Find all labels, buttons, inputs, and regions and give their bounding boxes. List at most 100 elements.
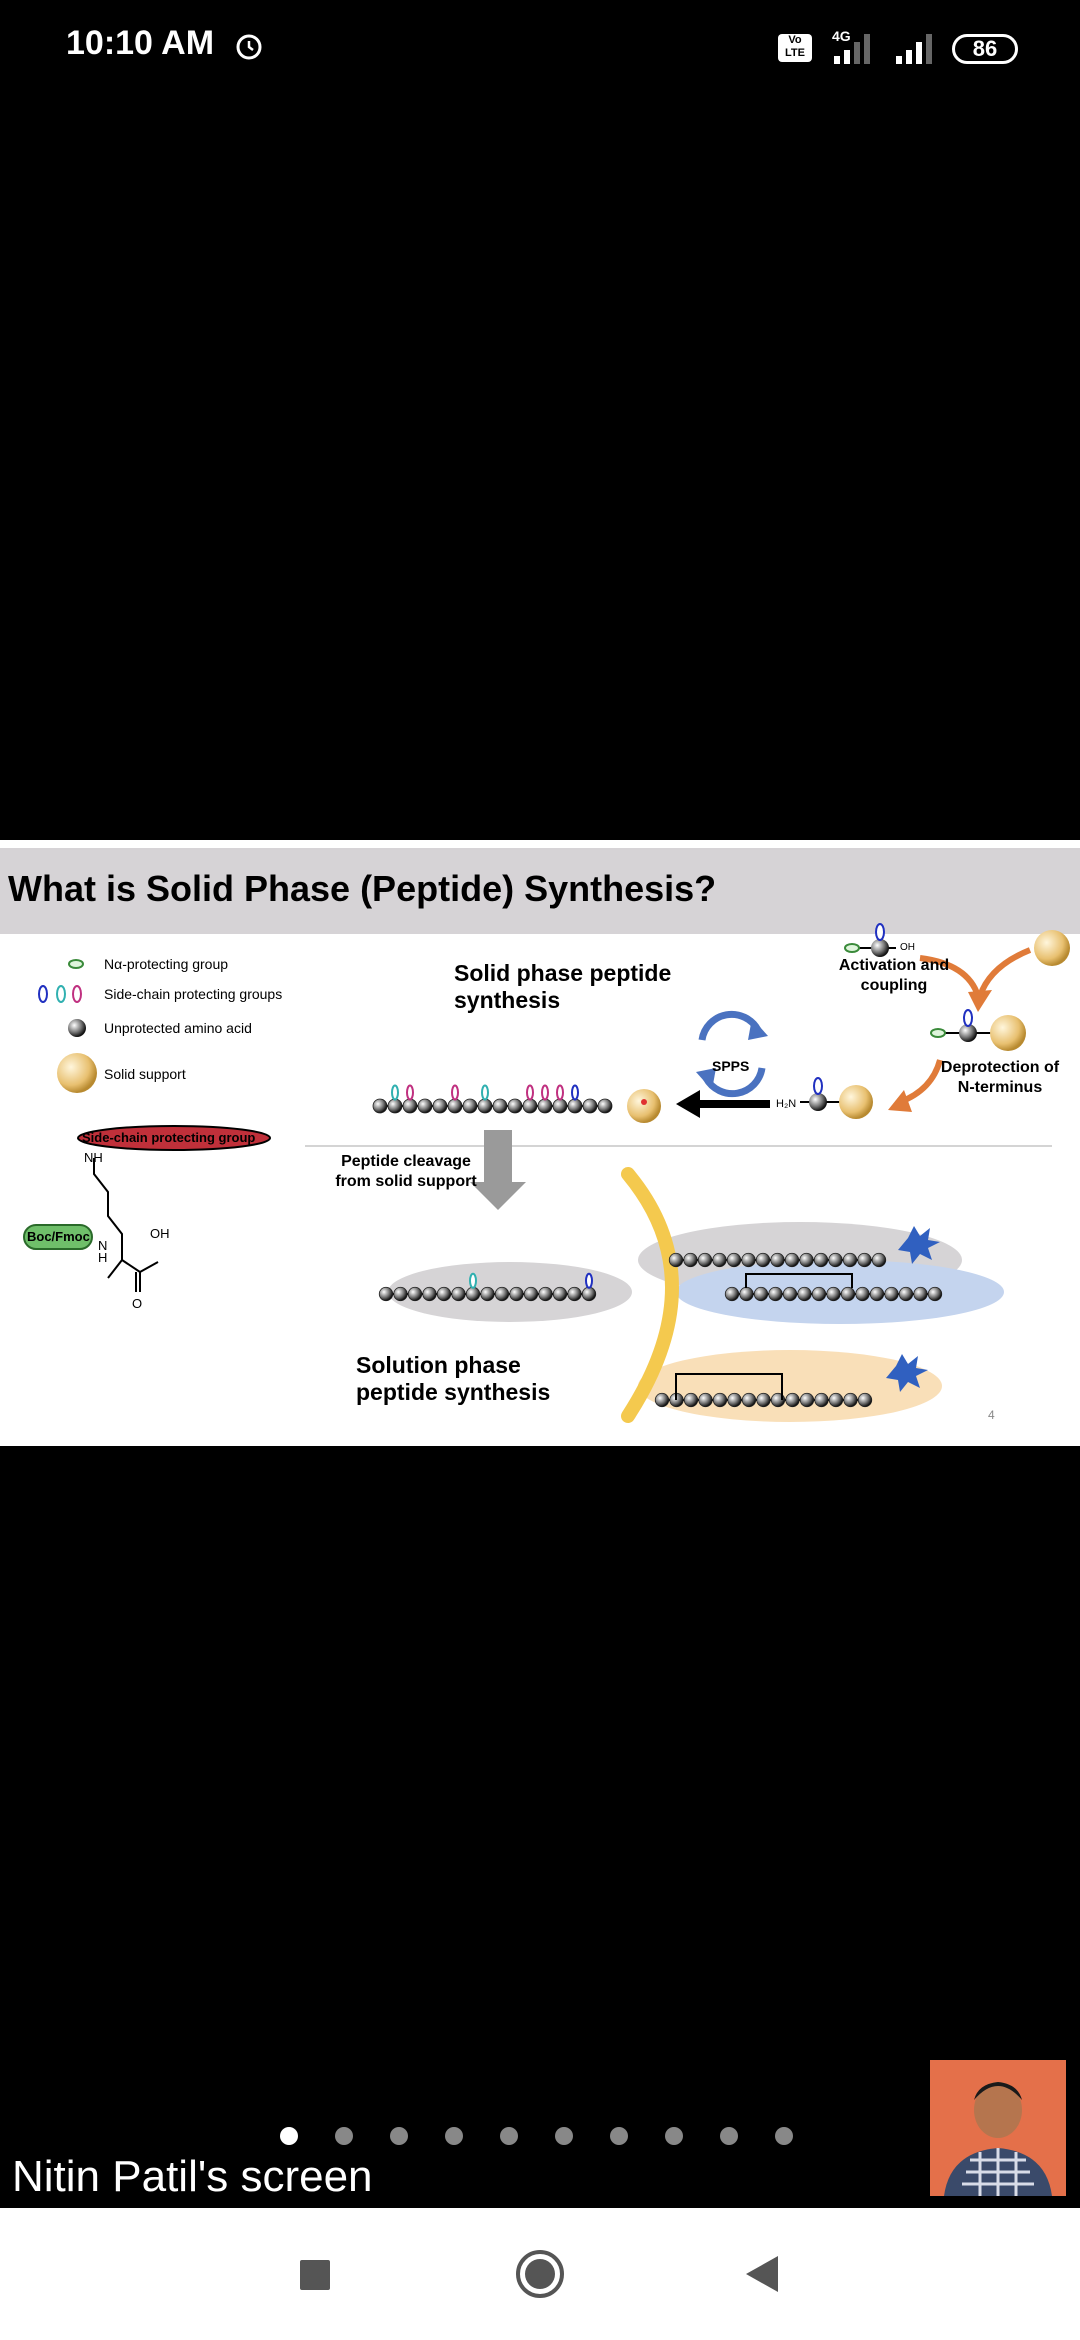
amino-acid-bead xyxy=(813,1252,829,1268)
spps-cycle-label: SPPS xyxy=(712,1058,750,1074)
amino-acid-bead xyxy=(741,1252,756,1268)
legend-side-chain-label: Side-chain protecting groups xyxy=(104,986,283,1002)
signal-icon-sim1 xyxy=(834,34,870,64)
amino-acid-bead xyxy=(537,1098,553,1114)
side-chain-tag xyxy=(556,1084,564,1101)
side-chain-tag xyxy=(451,1084,459,1101)
amino-acid-bead xyxy=(828,1252,843,1268)
side-chain-group-tag: Side-chain protecting group xyxy=(82,1130,256,1145)
amino-acid-bead xyxy=(523,1286,539,1302)
pager-dots[interactable] xyxy=(280,2127,800,2151)
amino-acid-bead xyxy=(597,1098,613,1114)
lysine-structure xyxy=(23,1125,271,1292)
pager-dot[interactable] xyxy=(390,2127,408,2145)
amino-acid-bead xyxy=(436,1286,452,1302)
amino-acid-bead xyxy=(739,1286,754,1302)
amino-acid-bead xyxy=(826,1286,841,1302)
pager-dot[interactable] xyxy=(445,2127,463,2145)
amino-acid-bead xyxy=(507,1098,523,1114)
amino-acid-bead xyxy=(828,1392,844,1408)
amino-acid-bead xyxy=(462,1098,478,1114)
slide-title-bar xyxy=(0,848,1080,934)
amino-acid-bead xyxy=(770,1252,785,1268)
pager-dot[interactable] xyxy=(555,2127,573,2145)
boc-fmoc-tag: Boc/Fmoc xyxy=(27,1229,90,1244)
amino-acid-bead xyxy=(567,1098,583,1114)
amino-acid-bead xyxy=(582,1098,598,1114)
amino-acid-bead xyxy=(372,1098,388,1114)
pager-dot[interactable] xyxy=(500,2127,518,2145)
amino-acid-bead xyxy=(799,1252,814,1268)
slide-diagram xyxy=(23,923,1070,1423)
volte-icon: Vo LTE xyxy=(778,34,812,62)
label-burst-2 xyxy=(886,1354,928,1392)
home-button[interactable] xyxy=(514,2248,566,2300)
amino-acid-bead xyxy=(741,1392,757,1408)
amino-acid-bead xyxy=(683,1392,699,1408)
amino-acid-bead xyxy=(712,1252,727,1268)
amino-acid-bead xyxy=(494,1286,510,1302)
amino-acid-bead xyxy=(567,1286,582,1302)
amino-acid-bead xyxy=(552,1098,568,1114)
amino-acid-bead xyxy=(768,1286,783,1302)
screen-share-label: Nitin Patil's screen xyxy=(12,2152,373,2201)
participant-video-thumbnail[interactable] xyxy=(930,2060,1066,2196)
amino-acid-bead xyxy=(407,1286,423,1302)
amino-acid-bead xyxy=(378,1286,394,1302)
back-button[interactable] xyxy=(738,2248,790,2300)
amino-acid-bead xyxy=(724,1286,740,1302)
amino-acid-bead xyxy=(797,1286,812,1302)
deprotection-label: Deprotection of N-terminus xyxy=(940,1059,1060,1096)
amino-acid-bead xyxy=(785,1392,800,1408)
amino-acid-bead xyxy=(393,1286,408,1302)
amino-acid-bead xyxy=(784,1252,800,1268)
amino-acid-bead xyxy=(581,1286,597,1302)
legend-icons xyxy=(38,959,97,1093)
cleavage-label: Peptide cleavage from solid support xyxy=(335,1153,477,1190)
amino-acid-bead xyxy=(871,1252,887,1268)
status-time: 10:10 AM xyxy=(66,24,215,62)
recents-button[interactable] xyxy=(288,2248,340,2300)
amino-acid-bead xyxy=(814,1392,829,1408)
network-type: 4G xyxy=(832,28,851,44)
amino-acid-bead xyxy=(782,1286,798,1302)
amino-acid-bead xyxy=(726,1252,742,1268)
legend-support-label: Solid support xyxy=(104,1066,186,1082)
alarm-icon xyxy=(236,34,262,60)
slide-page-number: 4 xyxy=(988,1408,995,1422)
amino-acid-bead xyxy=(869,1286,885,1302)
amino-acid-bead xyxy=(668,1252,684,1268)
amino-acid-bead xyxy=(422,1286,437,1302)
slide-title: What is Solid Phase (Peptide) Synthesis? xyxy=(8,868,717,909)
oh-label: OH xyxy=(150,1226,170,1241)
pager-dot[interactable] xyxy=(280,2127,298,2145)
amino-acid-bead xyxy=(811,1286,827,1302)
amino-acid-bead xyxy=(857,1392,873,1408)
amino-acid-bead xyxy=(843,1392,858,1408)
side-chain-tag xyxy=(481,1084,489,1101)
amino-acid-bead xyxy=(697,1252,713,1268)
pager-dot[interactable] xyxy=(665,2127,683,2145)
pager-dot[interactable] xyxy=(335,2127,353,2145)
amino-acid-bead xyxy=(522,1098,538,1114)
acid-oh-label: OH xyxy=(900,942,915,953)
legend-unprotected-label: Unprotected amino acid xyxy=(104,1020,252,1036)
amino-acid-bead xyxy=(842,1252,858,1268)
amino-acid-bead xyxy=(538,1286,553,1302)
pager-dot[interactable] xyxy=(720,2127,738,2145)
pager-dot[interactable] xyxy=(610,2127,628,2145)
coupled-amino-acid xyxy=(930,1009,1026,1051)
amino-acid-bead xyxy=(465,1286,481,1302)
amino-acid-bead xyxy=(477,1098,493,1114)
h2n-label: H₂N xyxy=(776,1098,797,1110)
amino-acid-bead xyxy=(799,1392,815,1408)
amino-acid-bead xyxy=(451,1286,466,1302)
amino-acid-bead xyxy=(552,1286,568,1302)
deprotected-amino-acid xyxy=(800,1077,873,1119)
side-chain-tag xyxy=(391,1084,399,1101)
nh-label: NH xyxy=(84,1150,103,1165)
amino-acid-bead xyxy=(753,1286,769,1302)
pager-dot[interactable] xyxy=(775,2127,793,2145)
amino-acid-bead xyxy=(712,1392,728,1408)
amino-acid-bead xyxy=(480,1286,495,1302)
